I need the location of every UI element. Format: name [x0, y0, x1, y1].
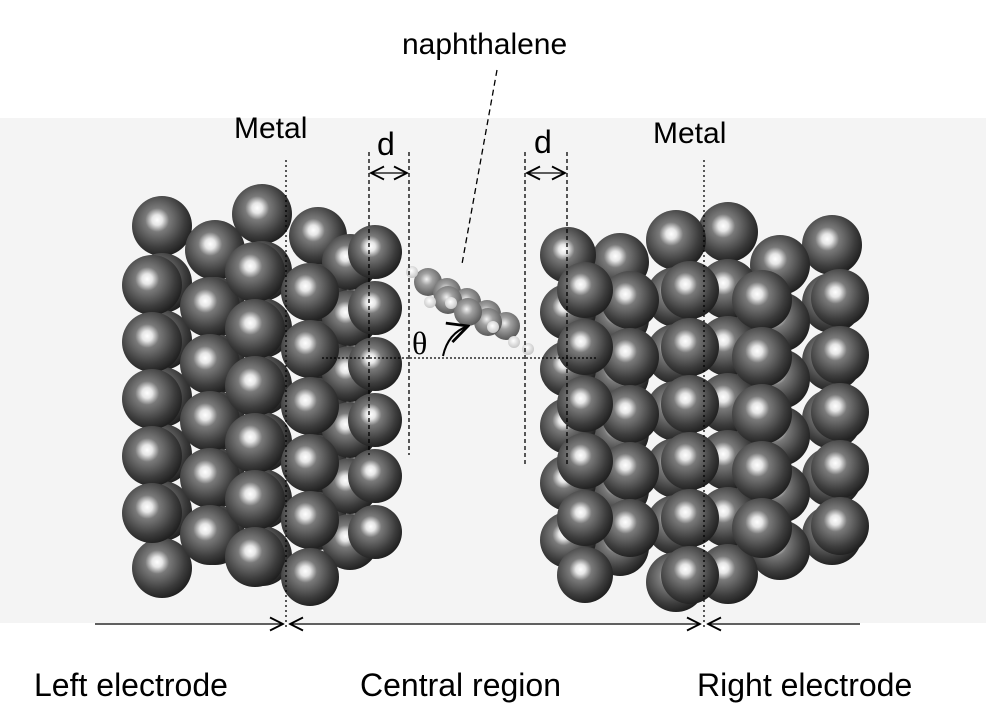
- hydrogen-atom: [424, 296, 436, 308]
- metal-atom: [557, 547, 613, 603]
- angle-label: θ: [412, 325, 428, 361]
- metal-atom: [122, 312, 182, 372]
- metal-atom: [661, 432, 719, 490]
- left-metal-label: Metal: [234, 112, 308, 145]
- metal-atom: [122, 369, 182, 429]
- metal-atom: [601, 385, 659, 443]
- metal-atom: [811, 269, 869, 327]
- metal-atom: [661, 261, 719, 319]
- metal-atom: [225, 470, 285, 530]
- molecule-leader-line: [461, 69, 498, 265]
- metal-atom: [132, 196, 192, 256]
- metal-atom: [732, 384, 792, 444]
- metal-atom: [281, 320, 339, 378]
- metal-atom: [811, 383, 869, 441]
- hydrogen-atom: [508, 336, 520, 348]
- metal-atom: [180, 505, 240, 565]
- metal-atom: [661, 489, 719, 547]
- left-gap-label: d: [377, 126, 395, 162]
- metal-atom: [811, 326, 869, 384]
- metal-atom: [281, 434, 339, 492]
- right-gap-label: d: [534, 124, 552, 160]
- metal-atom: [601, 328, 659, 386]
- hydrogen-atom: [445, 297, 457, 309]
- metal-atom: [348, 393, 402, 447]
- right-electrode-label: Right electrode: [697, 667, 913, 703]
- hydrogen-atom: [406, 266, 418, 278]
- metal-atom: [348, 449, 402, 503]
- metal-atom: [732, 441, 792, 501]
- metal-atom: [348, 337, 402, 391]
- metal-atom: [180, 391, 240, 451]
- metal-atom: [557, 262, 613, 318]
- metal-atom: [225, 242, 285, 302]
- right-electrode-atoms: [540, 202, 869, 612]
- metal-atom: [281, 377, 339, 435]
- metal-atom: [180, 277, 240, 337]
- metal-atom: [557, 319, 613, 375]
- carbon-atom: [454, 298, 482, 326]
- metal-atom: [557, 490, 613, 546]
- metal-atom: [122, 483, 182, 543]
- metal-atom: [601, 499, 659, 557]
- hydrogen-atom: [487, 321, 499, 333]
- angle-arc-arrow: [442, 326, 468, 357]
- central-region-label: Central region: [360, 667, 561, 703]
- metal-atom: [732, 327, 792, 387]
- metal-atom: [802, 215, 862, 275]
- metal-atom: [281, 548, 339, 606]
- metal-atom: [698, 202, 758, 262]
- metal-atom: [122, 426, 182, 486]
- metal-atom: [281, 491, 339, 549]
- naphthalene-molecule: [406, 266, 534, 355]
- metal-atom: [601, 271, 659, 329]
- metal-atom: [661, 546, 719, 604]
- hydrogen-atom: [522, 343, 534, 355]
- metal-atom: [281, 263, 339, 321]
- metal-atom: [348, 281, 402, 335]
- metal-atom: [132, 538, 192, 598]
- left-electrode-label: Left electrode: [34, 667, 228, 703]
- metal-atom: [732, 498, 792, 558]
- metal-atom: [232, 184, 292, 244]
- metal-atom: [811, 440, 869, 498]
- metal-atom: [646, 210, 706, 270]
- metal-atom: [180, 448, 240, 508]
- metal-atom: [180, 334, 240, 394]
- metal-atom: [225, 299, 285, 359]
- metal-atom: [225, 356, 285, 416]
- metal-atom: [557, 376, 613, 432]
- metal-atom: [348, 225, 402, 279]
- metal-atom: [811, 497, 869, 555]
- metal-atom: [661, 375, 719, 433]
- metal-atom: [225, 413, 285, 473]
- metal-atom: [557, 433, 613, 489]
- metal-atom: [732, 270, 792, 330]
- metal-atom: [122, 255, 182, 315]
- right-metal-label: Metal: [653, 117, 727, 150]
- molecule-label: naphthalene: [402, 28, 568, 61]
- metal-atom: [601, 442, 659, 500]
- metal-atom: [348, 505, 402, 559]
- left-electrode-atoms: [122, 184, 402, 606]
- metal-atom: [225, 527, 285, 587]
- metal-atom: [661, 318, 719, 376]
